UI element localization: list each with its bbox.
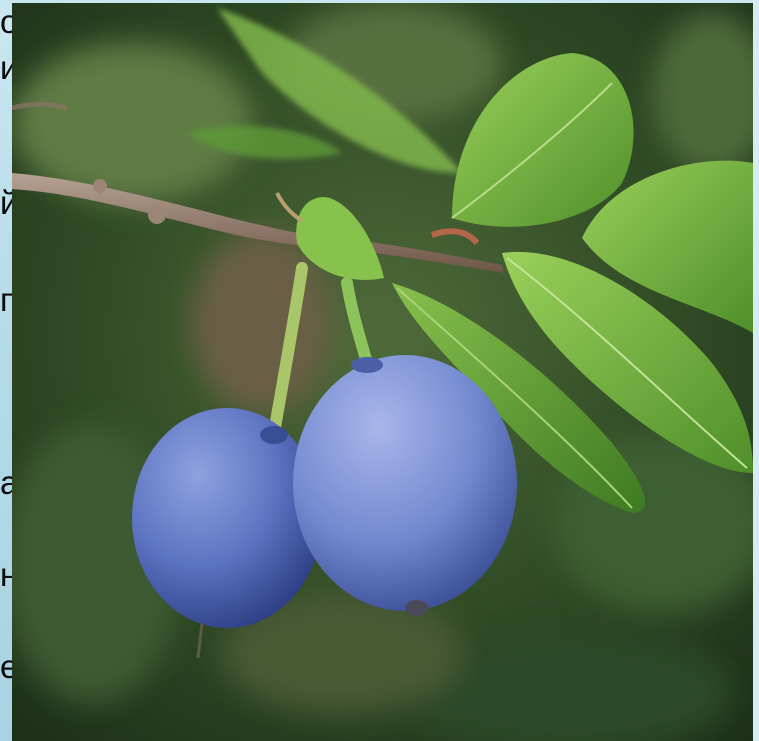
berry-icon — [132, 408, 322, 659]
leaf-icon — [502, 251, 753, 473]
stem-icon — [341, 277, 373, 369]
slide-frame-right — [753, 0, 759, 741]
stem-icon — [268, 262, 308, 439]
leaf-icon — [451, 53, 634, 227]
small-leaf-icon — [275, 192, 384, 280]
leaf-icon — [582, 160, 753, 333]
background-leaf-icon — [187, 8, 462, 173]
branch-icon — [12, 101, 504, 273]
leaf-icon — [392, 283, 646, 513]
berry-icon — [293, 355, 517, 616]
berry-photo-illustration — [12, 3, 753, 741]
berry-photo — [12, 3, 753, 741]
